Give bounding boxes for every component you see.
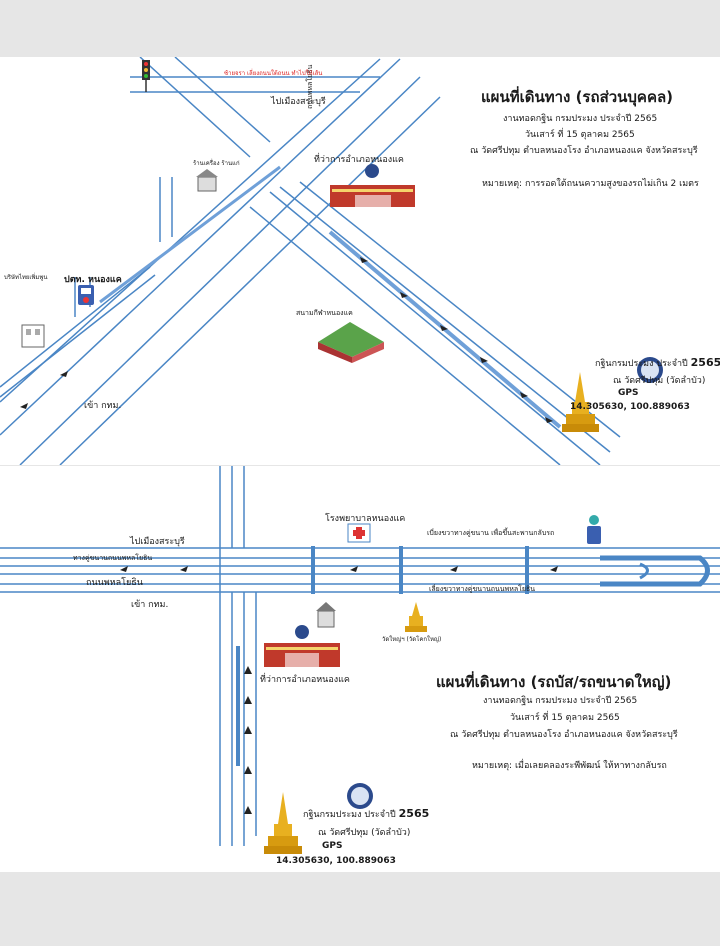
label-district-office: ที่ว่าการอำเภอหนองแค	[260, 675, 350, 685]
label-ptt-station: ปตท. หนองแค	[64, 275, 122, 285]
temple-small-icon	[196, 169, 218, 192]
label-tire-shop: บริษัทไทยเพิ่มพูน	[4, 274, 48, 281]
dest-line1: กฐินกรมประมง ประจำปี 2565	[595, 356, 720, 369]
label-to-bangkok: เข้า กทม.	[84, 401, 122, 411]
bottom-map-roads	[0, 466, 720, 854]
label-temple-small: ร้านเครื่อง ร้านแก่	[193, 160, 240, 167]
label-district-office: ที่ว่าการอำเภอหนองแค	[314, 155, 404, 165]
dest-gps-label: GPS	[322, 841, 343, 851]
gas-station-icon	[587, 515, 601, 544]
route-arrows	[120, 566, 558, 814]
label-hospital: โรงพยาบาลหนองแค	[325, 514, 406, 524]
bottom-map-title: แผนที่เดินทาง (รถบัส/รถขนาดใหญ่)	[436, 673, 672, 691]
bottom-map-venue: ณ วัดศรีปทุม ตำบลหนองโรง อำเภอหนองแค จัง…	[450, 730, 678, 740]
dest-line2: ณ วัดศรีปทุม (วัดลำบัว)	[613, 376, 706, 386]
tire-shop-icon	[21, 324, 45, 348]
temple-mid-icon	[405, 602, 427, 632]
label-stadium: สนามกีฬาหนองแค	[296, 309, 353, 317]
dest-gps: 14.305630, 100.889063	[570, 402, 690, 412]
district-office-icon	[330, 164, 415, 207]
dest-line1: กฐินกรมประมง ประจำปี 2565	[303, 807, 430, 820]
department-emblem-icon	[347, 783, 373, 809]
top-map-roads: ถนนพหลโยธิน	[0, 57, 663, 465]
dest-line2: ณ วัดศรีปทุม (วัดลำบัว)	[318, 828, 411, 838]
pagoda-icon	[562, 372, 599, 432]
top-map-note: หมายเหตุ: การรอดใต้ถนนความสูงของรถไม่เกิ…	[482, 179, 699, 189]
district-office-icon	[264, 625, 340, 667]
dest-gps: 14.305630, 100.889063	[276, 856, 396, 866]
label-temple-mid: วัดใหญ่ฯ (วัดโคกใหญ่)	[382, 636, 442, 643]
road-label-phahon-top: ถนนพหลโยธิน	[305, 65, 314, 109]
bottom-map-date: วันเสาร์ ที่ 15 ตุลาคม 2565	[510, 713, 620, 723]
traffic-light-icon	[142, 60, 150, 92]
top-map-date: วันเสาร์ ที่ 15 ตุลาคม 2565	[525, 130, 635, 140]
stadium-icon	[318, 322, 384, 363]
department-emblem-icon	[637, 357, 663, 383]
label-lane-note-bottom: เลี่ยงขวาทางคู่ขนานถนนพหลโยธิน	[429, 585, 536, 593]
shrine-icon	[316, 602, 336, 628]
label-to-saraburi: ไปเมืองสระบุรี	[271, 97, 326, 107]
label-road-phahon-main: ทางคู่ขนานถนนพหลโยธิน	[73, 554, 153, 562]
label-road-phahon: ถนนพหลโยธิน	[86, 578, 143, 588]
route-arrows	[20, 257, 553, 423]
u-turn-loop	[600, 555, 710, 587]
private-car-map: ถนนพหลโยธิน แผนที่เดินทาง (รถส่วนบุคคล) …	[0, 57, 720, 465]
top-map-venue: ณ วัดศรีปทุม ตำบลหนองโรง อำเภอหนองแค จัง…	[470, 146, 698, 156]
top-map-title: แผนที่เดินทาง (รถส่วนบุคคล)	[481, 88, 674, 106]
label-lane-note-top: เบี่ยงขวาทางคู่ขนาน เพื่อขึ้นสะพานกลับรถ	[427, 529, 555, 537]
label-underpass-note: ซ้ายจรา เลี่ยงถนนใต้ถนน ทำไปให้เส้น	[224, 70, 323, 77]
pagoda-icon	[264, 792, 302, 854]
hospital-icon	[347, 523, 371, 543]
gas-station-icon	[78, 285, 94, 305]
bus-map: ไปเมืองสระบุรี ทางคู่ขนานถนนพหลโยธิน ถนน…	[0, 466, 720, 872]
dest-gps-label: GPS	[618, 388, 639, 398]
bottom-map-note: หมายเหตุ: เมื่อเลยคลองระพีพัฒน์ ให้หาทาง…	[472, 761, 667, 771]
label-to-bangkok: เข้า กทม.	[131, 600, 169, 610]
label-to-saraburi: ไปเมืองสระบุรี	[130, 537, 185, 547]
top-map-event: งานทอดกฐิน กรมประมง ประจำปี 2565	[503, 114, 658, 124]
bottom-map-event: งานทอดกฐิน กรมประมง ประจำปี 2565	[483, 696, 638, 706]
